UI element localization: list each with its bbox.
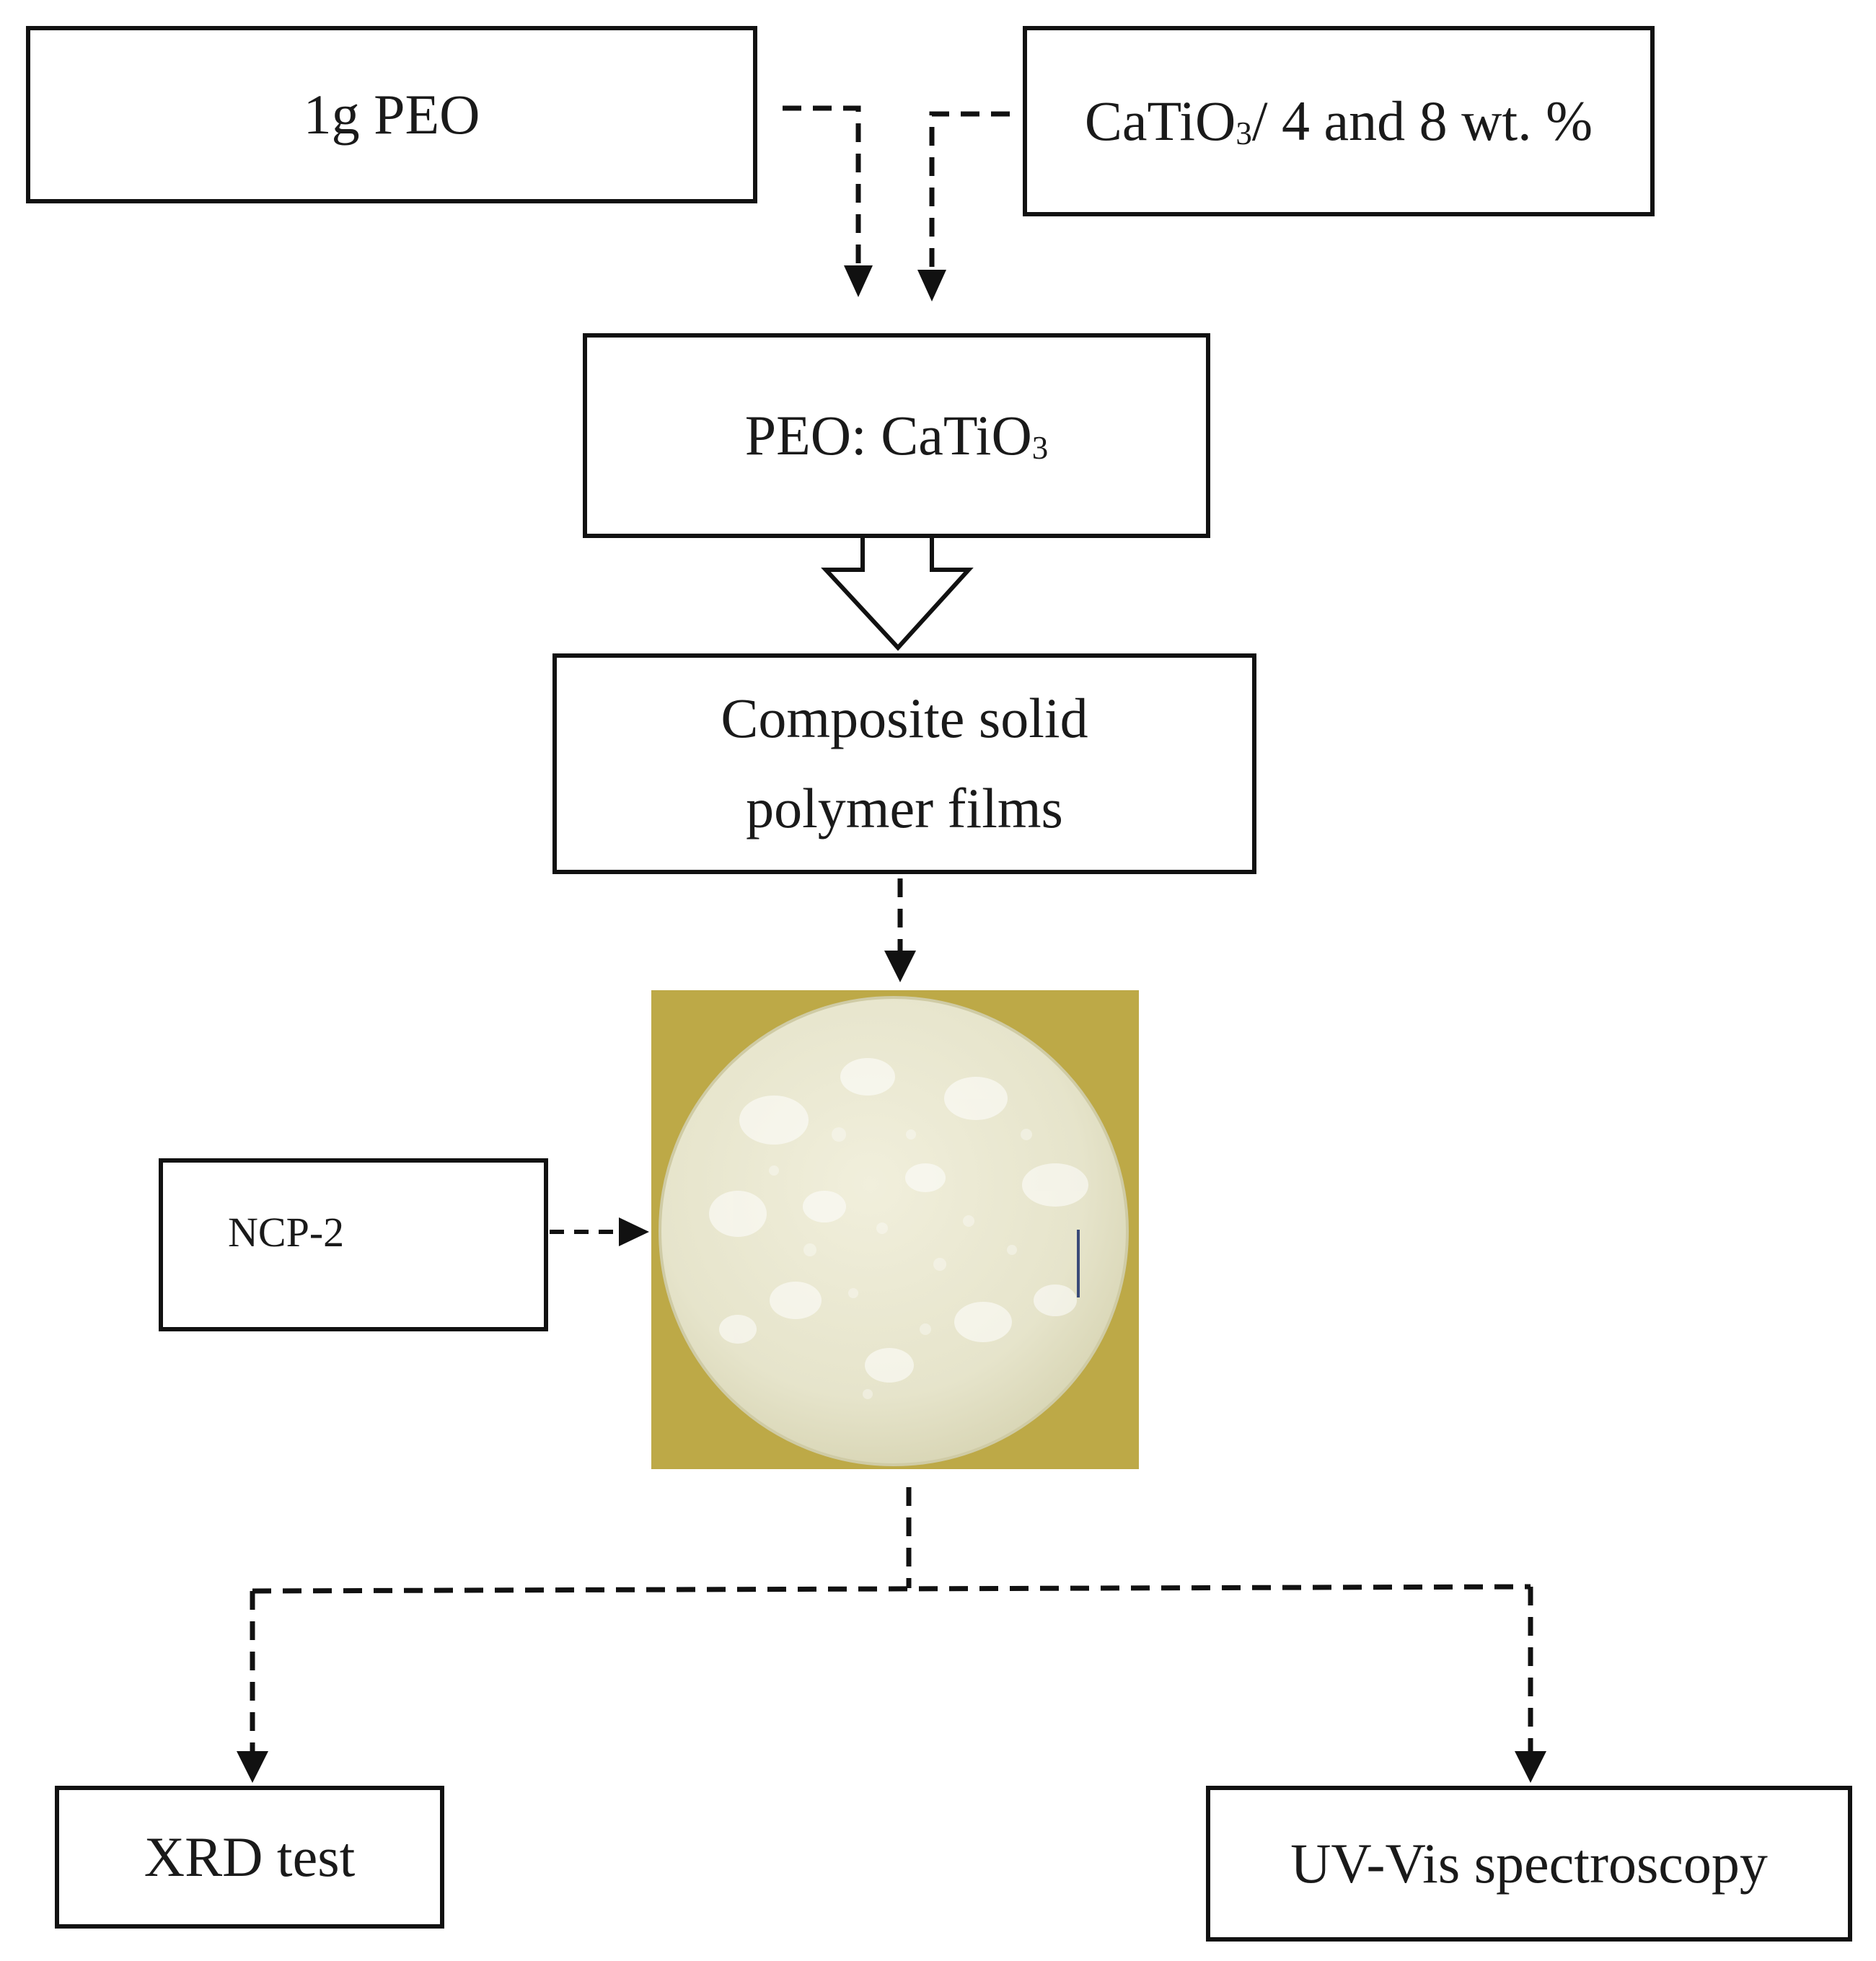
xrd-test-label: XRD test <box>144 1825 356 1889</box>
branch-horizontal-line <box>252 1584 1531 1594</box>
ncp-2-label: NCP-2 <box>228 1209 345 1256</box>
peo-box: 1g PEO <box>26 26 757 203</box>
arrowhead-branch-to-uv <box>1515 1751 1546 1783</box>
film-texture <box>709 1058 1088 1383</box>
composite-films-box: Composite solid polymer films <box>552 653 1256 874</box>
films-label-line1: Composite solid <box>721 687 1088 750</box>
sample-film-photo <box>651 990 1139 1469</box>
blend-label-subscript: 3 <box>1031 430 1049 467</box>
arrowhead-branch-to-xrd <box>237 1751 268 1783</box>
film-speckles <box>769 1127 1032 1399</box>
uv-vis-box: UV-Vis spectroscopy <box>1206 1786 1852 1942</box>
film-disc-illustration <box>659 996 1129 1466</box>
catio3-label-suffix: / 4 and 8 wt. % <box>1251 89 1593 153</box>
arrowhead-catio3-to-blend <box>917 270 946 301</box>
peo-catio3-blend-box: PEO: CaTiO3 <box>583 333 1210 538</box>
catio3-label: CaTiO3/ 4 and 8 wt. % <box>1085 87 1593 155</box>
blend-label: PEO: CaTiO3 <box>745 402 1049 470</box>
arrowhead-films-to-photo <box>884 951 916 982</box>
peo-label: 1g PEO <box>303 83 480 146</box>
catio3-label-prefix: CaTiO <box>1084 89 1236 153</box>
arrow-peo-to-blend <box>783 105 861 265</box>
films-label-line2: polymer films <box>746 777 1063 840</box>
catio3-label-subscript: 3 <box>1236 115 1252 152</box>
block-arrow-blend-to-films <box>821 538 974 651</box>
uv-vis-label: UV-Vis spectroscopy <box>1290 1832 1768 1895</box>
ncp-2-box: NCP-2 <box>159 1158 548 1331</box>
arrow-catio3-to-blend <box>929 111 1010 268</box>
catio3-box: CaTiO3/ 4 and 8 wt. % <box>1023 26 1655 216</box>
xrd-test-box: XRD test <box>55 1786 444 1929</box>
arrowhead-ncp-to-photo <box>619 1217 649 1246</box>
blend-label-prefix: PEO: CaTiO <box>744 404 1032 467</box>
arrowhead-peo-to-blend <box>844 265 873 297</box>
